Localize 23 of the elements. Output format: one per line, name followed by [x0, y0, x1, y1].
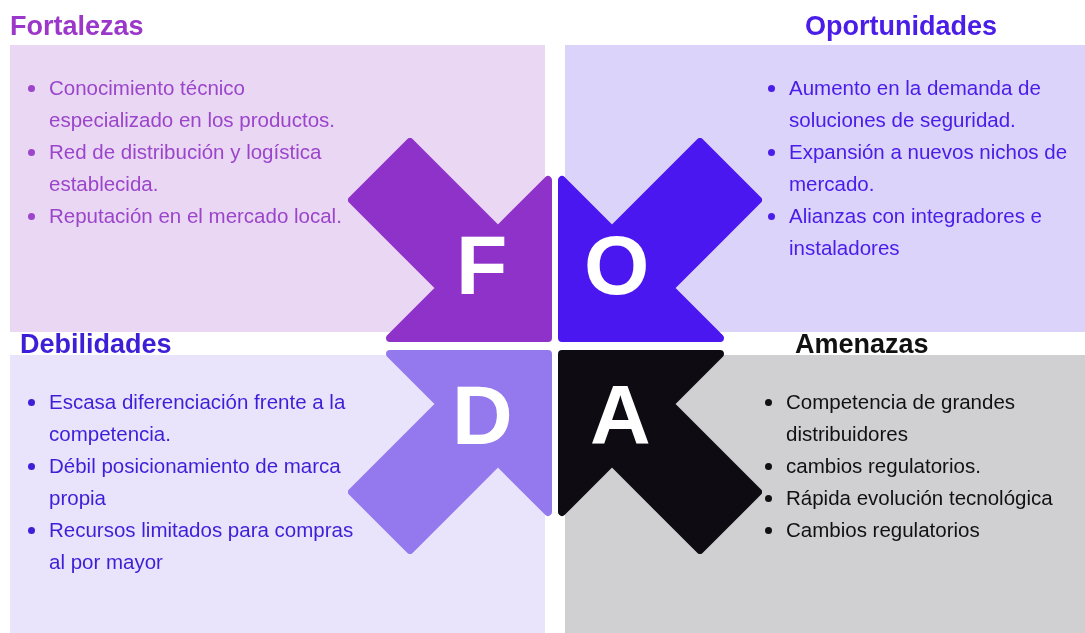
quadrant-heading: Debilidades	[20, 328, 172, 361]
quadrant-heading: Fortalezas	[10, 10, 144, 43]
bullet-text: Red de distribución y logística establecida.	[49, 139, 323, 197]
bullet-text: Alianzas con integradores e instaladores	[789, 203, 1043, 261]
bullet-text: Escasa diferenciación frente a la competencia.	[49, 389, 347, 447]
diagonal-arrow-shape	[558, 350, 762, 554]
diagonal-arrow-shape	[558, 138, 762, 342]
arrow-letter: D	[452, 370, 513, 460]
bullet-text: Débil posicionamiento de marca propia	[49, 453, 342, 511]
bullet-text: Expansión a nuevos nichos de mercado.	[789, 139, 1069, 197]
bullet-text: Recursos limitados para compras al por mayor	[49, 517, 355, 575]
bullet-text: Reputación en el mercado local.	[49, 203, 342, 229]
quadrant-heading: Oportunidades	[805, 10, 997, 43]
bullet-text: Conocimiento técnico especializado en los productos.	[49, 75, 337, 133]
bullet-text: Rápida evolución tecnológica	[786, 485, 1053, 511]
arrow-letter: O	[584, 220, 650, 310]
bullet-text: cambios regulatorios.	[786, 453, 981, 479]
bullet-text: Cambios regulatorios	[786, 517, 980, 543]
diagonal-arrow-shape	[348, 138, 552, 342]
arrow-letter: F	[456, 220, 508, 310]
quadrant-heading: Amenazas	[795, 328, 929, 361]
bullet-text: Aumento en la demanda de soluciones de seguridad.	[789, 75, 1042, 133]
arrow-letter: A	[590, 370, 651, 460]
